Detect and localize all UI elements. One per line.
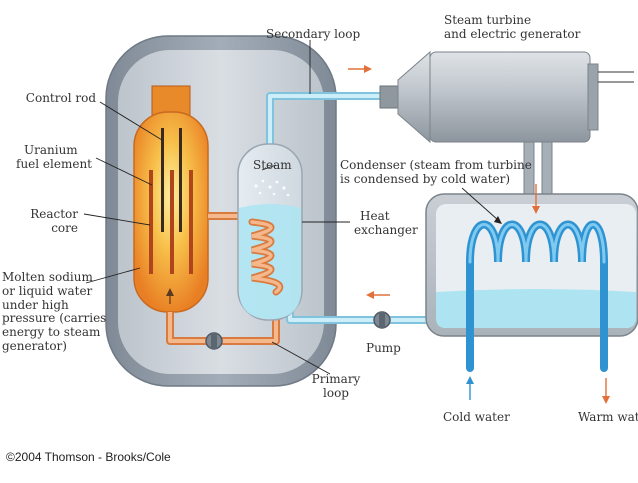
steam-turbine <box>379 50 634 144</box>
control-rods <box>161 128 182 232</box>
pump-label: Pump <box>366 341 401 355</box>
molten-sodium-label-line6: generator) <box>2 338 67 353</box>
primary-pump <box>205 332 223 350</box>
uranium-fuel-elements <box>149 170 193 274</box>
uranium-fuel-label-line2: fuel element <box>16 157 92 171</box>
condenser-label-line2: is condensed by cold water) <box>340 172 511 186</box>
leader-lines <box>83 40 502 375</box>
molten-sodium-label: Molten sodium or liquid water under high… <box>2 270 107 354</box>
cold-water-label: Cold water <box>443 410 510 424</box>
reactor-core-label-line1: Reactor <box>30 207 78 221</box>
control-rod-label: Control rod <box>25 91 96 105</box>
cold-water-inlet-arrow <box>466 376 474 400</box>
molten-sodium-label-line5: energy to steam <box>2 325 101 340</box>
warm-water-label: Warm water <box>578 410 638 424</box>
heat-exchanger-label-line2: exchanger <box>354 223 418 237</box>
copyright-notice: ©2004 Thomson - Brooks/Cole <box>6 450 171 464</box>
flow-arrows <box>166 65 610 404</box>
steam-label: Steam <box>253 158 292 172</box>
heat-exchanger <box>237 143 303 321</box>
primary-loop-label-line2: loop <box>323 386 349 400</box>
reactor-core-label-line2: core <box>51 221 78 235</box>
molten-sodium-label-line1: Molten sodium <box>2 270 93 284</box>
uranium-fuel-label-line1: Uranium <box>24 143 78 157</box>
molten-sodium-label-line3: under high <box>2 297 69 312</box>
condenser-label-line1: Condenser (steam from turbine <box>340 158 532 172</box>
secondary-loop-label: Secondary loop <box>266 27 361 41</box>
steam-turbine-label-line2: and electric generator <box>444 27 581 41</box>
uranium-fuel-label: Uranium fuel element <box>4 143 92 171</box>
steam-turbine-label: Steam turbine and electric generator <box>444 13 580 41</box>
heat-exchanger-label: Heat exchanger <box>354 209 418 237</box>
molten-sodium-label-line4: pressure (carries <box>2 311 107 326</box>
primary-loop-label: Primary loop <box>306 372 366 400</box>
heat-exchanger-label-line1: Heat <box>360 209 390 223</box>
molten-sodium-label-line2: or liquid water <box>2 283 93 298</box>
steam-turbine-label-line1: Steam turbine <box>444 13 532 27</box>
condenser <box>425 193 638 372</box>
primary-loop-label-line1: Primary <box>311 372 361 386</box>
secondary-pump <box>373 311 391 329</box>
condenser-label: Condenser (steam from turbine is condens… <box>340 158 532 186</box>
reactor-core-label: Reactor core <box>10 207 78 235</box>
